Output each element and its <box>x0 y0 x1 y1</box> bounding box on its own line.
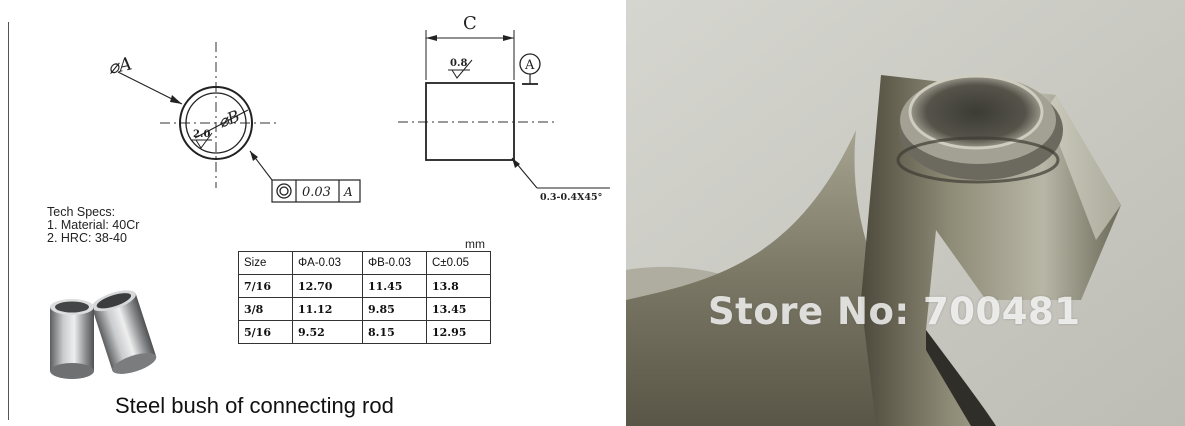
table-row: 7/16 12.70 11.45 13.8 <box>238 274 491 298</box>
table-cell: 11.12 <box>292 297 363 321</box>
table-row: 3/8 11.12 9.85 13.45 <box>238 297 491 321</box>
diameter-a-label: ⌀A <box>106 53 134 78</box>
table-cell: 13.45 <box>426 297 491 321</box>
column-header: Size <box>238 251 293 275</box>
bush-side-view <box>425 82 515 161</box>
table-cell: 13.8 <box>426 274 491 298</box>
panel-border <box>8 22 9 420</box>
tech-specs-material: 1. Material: 40Cr <box>47 218 140 232</box>
table-cell: 5/16 <box>238 320 293 344</box>
table-cell: 11.45 <box>362 274 427 298</box>
roughness-ring-value: 2.0 <box>193 129 210 140</box>
caption: Steel bush of connecting rod <box>115 393 394 418</box>
table-cell: 9.85 <box>362 297 427 321</box>
column-header: ΦB-0.03 <box>362 251 427 275</box>
length-c-label: C <box>463 13 477 34</box>
table-unit: mm <box>465 237 485 251</box>
tech-specs: Tech Specs: 1. Material: 40Cr 2. HRC: 38… <box>47 206 139 245</box>
bush-engineering-drawing: ⌀A ⌀B 2.0 0.03 A C 0.8 A <box>106 13 610 203</box>
table-cell: 3/8 <box>238 297 293 321</box>
tech-specs-heading: Tech Specs: <box>47 205 116 219</box>
outer-diameter-circle <box>179 86 253 160</box>
table-cell: 9.52 <box>292 320 363 344</box>
column-header: C±0.05 <box>426 251 491 275</box>
chamfer-note: 0.3-0.4X45° <box>540 192 602 203</box>
tech-specs-hardness: 2. HRC: 38-40 <box>47 231 127 245</box>
column-header: ΦA-0.03 <box>292 251 363 275</box>
connecting-rod-photo <box>626 0 1185 426</box>
table-cell: 8.15 <box>362 320 427 344</box>
table-cell: 12.70 <box>292 274 363 298</box>
table-header-row: Size ΦA-0.03 ΦB-0.03 C±0.05 <box>238 251 491 275</box>
concentricity-datum: A <box>343 185 353 199</box>
store-watermark: Store No: 700481 <box>708 290 1081 333</box>
concentricity-value: 0.03 <box>302 185 331 200</box>
size-table: Size ΦA-0.03 ΦB-0.03 C±0.05 7/16 12.70 1… <box>238 251 491 344</box>
concentricity-symbol-icon <box>276 183 292 199</box>
table-cell: 12.95 <box>426 320 491 344</box>
table-cell: 7/16 <box>238 274 293 298</box>
concentricity-frame <box>271 179 361 203</box>
diameter-b-label: ⌀B <box>216 106 243 132</box>
technical-drawing-panel: ⌀A ⌀B 2.0 0.03 A C 0.8 A <box>8 13 610 420</box>
steel-bushes-photo <box>50 290 157 379</box>
roughness-side-value: 0.8 <box>450 58 467 69</box>
datum-a-label: A <box>524 58 535 73</box>
table-row: 5/16 9.52 8.15 12.95 <box>238 320 491 344</box>
connecting-rod-illustration <box>626 0 1185 426</box>
inner-diameter-circle <box>185 92 247 154</box>
